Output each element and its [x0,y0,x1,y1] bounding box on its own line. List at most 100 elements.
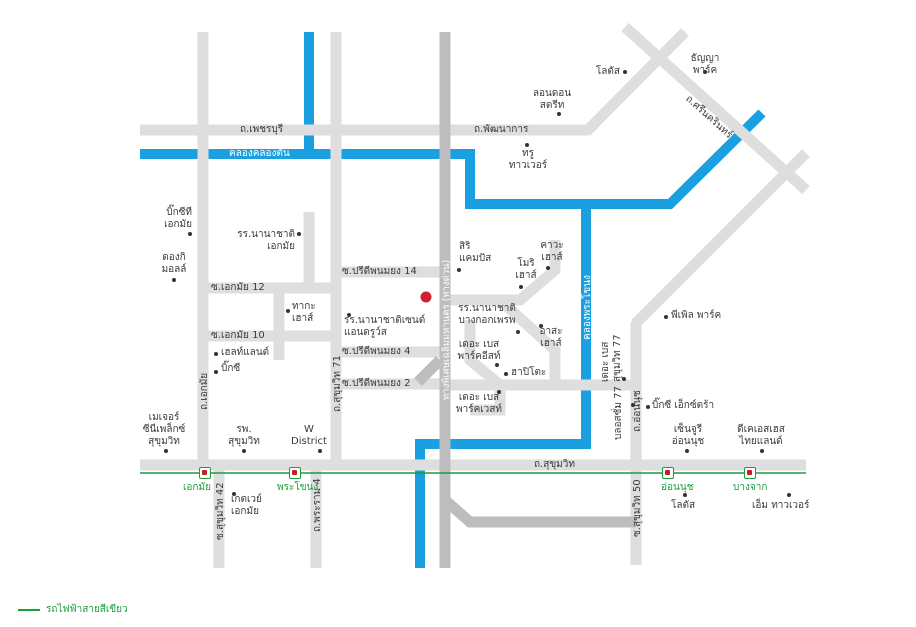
poi-century-onnut[interactable]: เซ็นจูรี อ่อนนุช [671,424,705,447]
poi-dot [188,232,192,236]
poi-dot [664,315,668,319]
road-label-soi-pridi2: ซ.ปรีดีพนมยง 2 [342,378,411,389]
bts-label-phra-khanong: พระโขนง [277,482,319,493]
bts-label-on-nut: อ่อนนุช [661,482,694,493]
poi-london-street[interactable]: ลอนดอน สตรีท [532,88,572,111]
bts-label-ekkamai: เอกมัย [183,482,211,493]
bts-station-bang-chak[interactable] [744,467,756,479]
poi-donki-mall[interactable]: ดองกิ มอลล์ [161,252,187,275]
road-label-onnut: ถ.อ่อนนุช [632,390,643,432]
road-diag-right [631,149,810,328]
poi-hospital-sukhumvit[interactable]: รพ. สุขุมวิท [228,424,260,447]
poi-ekkamai-school[interactable]: รร.นานาชาติ เอกมัย [237,229,295,252]
poi-dot [242,449,246,453]
road-inner-loop-c [464,320,506,416]
poi-big-c-extra[interactable]: บิ๊กซี เอ็กซ์ตร้า [652,400,715,411]
poi-dot [286,309,290,313]
road-label-soi-ekkamai12: ซ.เอกมัย 12 [211,282,265,293]
road-label-soi-pridi14: ซ.ปรีดีพนมยง 14 [342,266,417,277]
canal-phra-khanong [415,204,591,568]
poi-thanya-park[interactable]: ธัญญา พาร์ค [690,53,720,76]
road-phatthanakan-diag [582,28,689,136]
poi-dot [622,377,626,381]
poi-big-c-ekkamai[interactable]: บิ๊กซีที เอกมัย [164,207,192,230]
road-label-soi-pridi4: ซ.ปรีดีพนมยง 4 [342,346,411,357]
poi-dot [232,492,236,496]
poi-base-park-east[interactable]: เดอะ เบส พาร์คอีสท์ [457,339,501,362]
poi-dot [504,372,508,376]
poi-mori-house[interactable]: โมริ เฮาส์ [515,258,537,281]
poi-dot [457,268,461,272]
poi-m-tower[interactable]: เอ็ม ทาวเวอร์ [752,500,810,511]
poi-dot [164,449,168,453]
poi-dot [631,403,635,407]
road-label-soi42: ซ.สุขุมวิท 42 [215,482,226,540]
road-label-phetchaburi: ถ.เพชรบุรี [240,124,284,135]
poi-st-andrews[interactable]: รร.นานาชาติเซนต์ แอนดรูว์ส [344,315,426,338]
poi-lotus-top[interactable]: โลตัส [595,66,620,77]
poi-dot [495,363,499,367]
poi-big-c[interactable]: บิ๊กซี [221,363,241,374]
poi-kawa-house[interactable]: คาวะ เฮาส์ [540,240,564,263]
poi-dot [214,352,218,356]
poi-dot [557,112,561,116]
canal-klong-ton [140,109,766,209]
road-label-phatthanakan: ถ.พัฒนาการ [474,124,529,135]
poi-dot [539,324,543,328]
poi-siri-campus[interactable]: สิริ แคมปัส [459,241,492,264]
poi-hapi-toko[interactable]: ฮาปิโตะ [511,367,547,378]
bts-label-bang-chak: บางจาก [733,482,768,493]
bts-station-ekkamai[interactable] [199,467,211,479]
legend-bts-line [18,608,40,611]
poi-dot [525,143,529,147]
road-label-soi-ekkamai10: ซ.เอกมัย 10 [211,330,265,341]
poi-dot [497,390,501,394]
poi-dot [787,493,791,497]
poi-dot [646,405,650,409]
poi-asa-house[interactable]: อาสะ เฮาส์ [539,326,563,349]
bts-station-on-nut[interactable] [662,467,674,479]
poi-dkeh-thailand[interactable]: ดีเคเอสเฮส ไทยแลนด์ [737,424,785,447]
poi-healthland[interactable]: เฮลท์แลนด์ [221,347,270,358]
poi-dot [297,232,301,236]
poi-dot [214,370,218,374]
expressway-curve [441,495,636,528]
poi-dot [519,285,523,289]
poi-people-park[interactable]: พีเพิล พาร์ค [671,310,722,321]
road-label-sukhumvit: ถ.สุขุมวิท [534,459,575,470]
legend-bts-label: รถไฟฟ้าสายสีเขียว [46,604,128,615]
poi-base-sukhumvit77[interactable]: เดอะ เบส สุขุมวิท 77 [600,334,623,382]
canal-label-klong-ton: คลองคลองตัน [229,148,290,159]
location-marker[interactable] [420,291,432,303]
poi-base-park-west[interactable]: เดอะ เบส พาร์คเวสท์ [456,392,502,415]
poi-dot [546,266,550,270]
poi-dot [516,330,520,334]
road-inner-loop-b [496,295,561,385]
bts-station-phra-khanong[interactable] [289,467,301,479]
poi-w-district[interactable]: W District [291,424,327,447]
road-inner-loop-a [446,240,561,306]
poi-taka-house[interactable]: ทากะ เฮาส์ [292,301,316,324]
poi-true-tower[interactable]: ทรู ทาวเวอร์ [508,148,548,171]
expressway [414,32,636,568]
poi-dot [760,449,764,453]
expressway-ramp [414,356,444,386]
poi-lotus-bottom[interactable]: โลตัส [671,500,696,511]
poi-dot [685,449,689,453]
road-srinakarin-diag [621,22,810,195]
poi-major-sukhumvit[interactable]: เมเจอร์ ซีนีเพล็กซ์ สุขุมวิท [142,412,186,447]
roads [140,22,810,568]
poi-dot [703,70,707,74]
canal-label-phra-khanong: คลองพระโขนง [582,275,593,340]
poi-blossom77[interactable]: บลอสซั่ม 77 [613,386,624,440]
poi-bangkok-prep[interactable]: รร.นานาชาติ บางกอกเพรพ [458,303,516,326]
legend: รถไฟฟ้าสายสีเขียว [18,602,128,617]
poi-dot [347,313,351,317]
poi-dot [172,278,176,282]
poi-dot [623,70,627,74]
road-label-expressway: ทางพิเศษเฉลิมมหานคร (ทางด่วน) [441,259,452,400]
road-label-ekkamai: ถ.เอกมัย [199,372,210,410]
poi-gateway-ekkamai[interactable]: เกตเวย์ เอกมัย [231,494,262,517]
poi-dot [683,493,687,497]
